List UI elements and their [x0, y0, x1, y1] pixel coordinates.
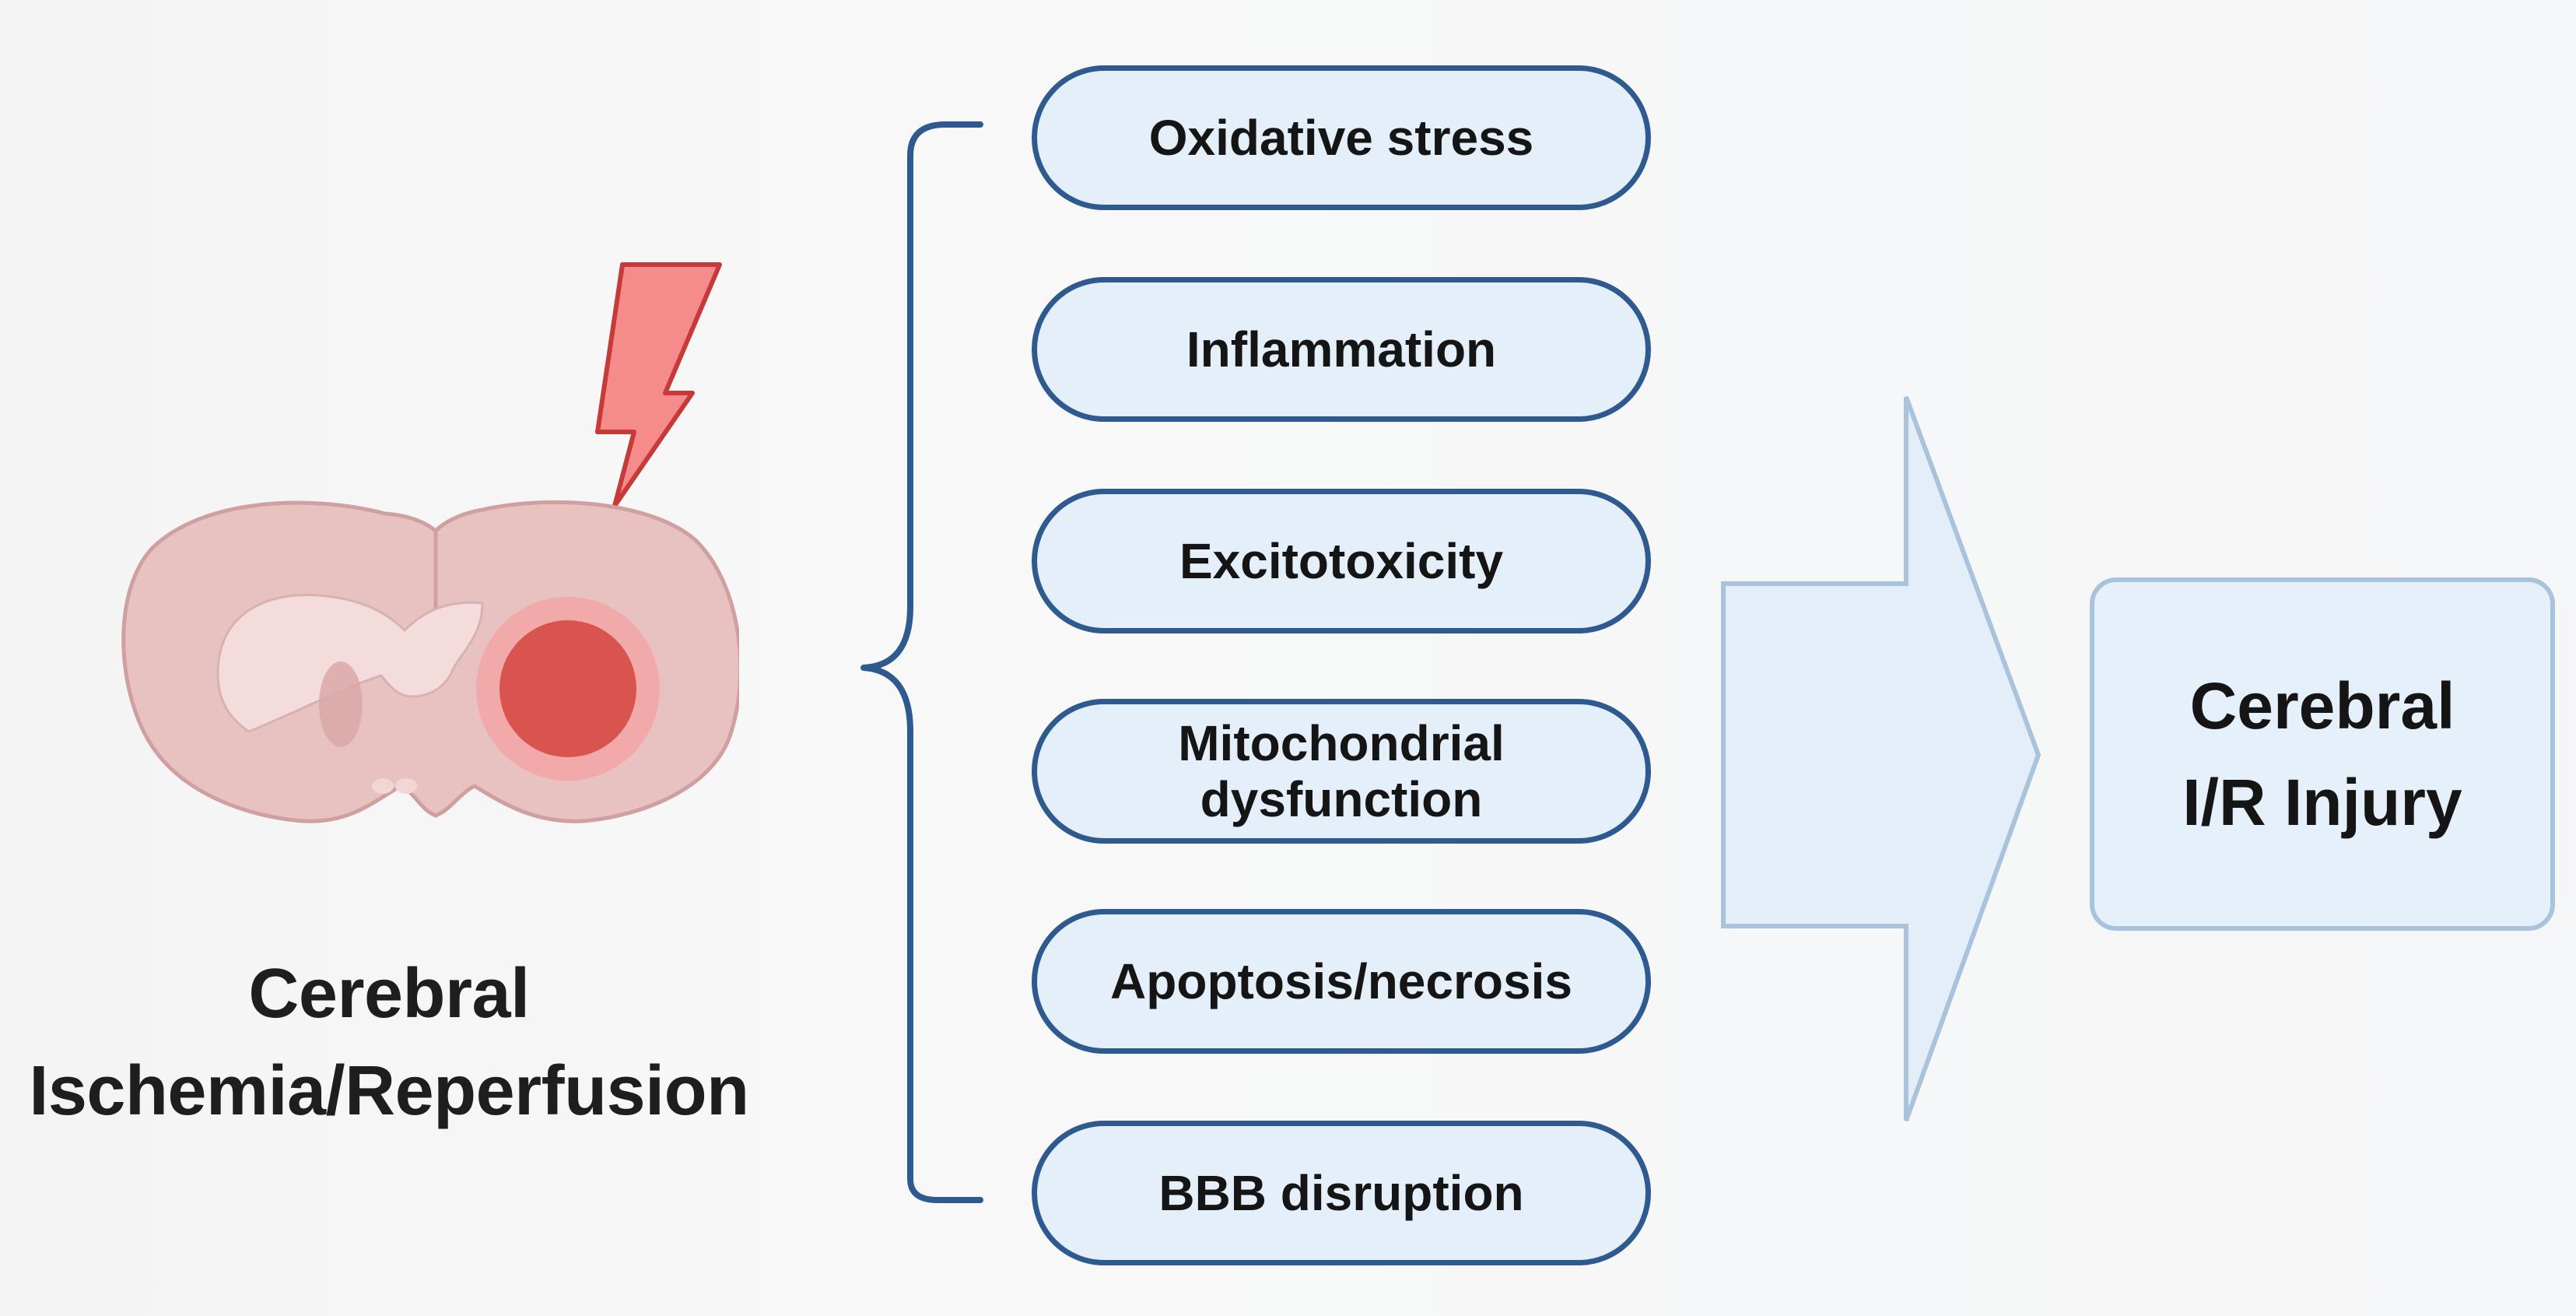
- mechanism-label: Excitotoxicity: [1179, 533, 1504, 589]
- left-caption: Cerebral Ischemia/Reperfusion: [0, 946, 778, 1140]
- mechanism-pill-bbb-disruption: BBB disruption: [1032, 1121, 1651, 1265]
- outcome-line-2: I/R Injury: [2182, 766, 2462, 839]
- caption-line-2: Ischemia/Reperfusion: [29, 1052, 749, 1130]
- mechanism-label: BBB disruption: [1158, 1165, 1524, 1221]
- mechanism-label: Apoptosis/necrosis: [1110, 953, 1572, 1009]
- mechanism-pill-excitotoxicity: Excitotoxicity: [1032, 489, 1651, 633]
- mechanism-pill-mitochondrial-dysfunction: Mitochondrial dysfunction: [1032, 699, 1651, 844]
- caption-line-1: Cerebral: [248, 955, 530, 1033]
- arrow-right-icon: [1721, 395, 2042, 1122]
- mechanism-label: Oxidative stress: [1148, 110, 1534, 166]
- ischemic-lesion-icon: [476, 597, 660, 781]
- mechanism-label-line-2: dysfunction: [1200, 771, 1483, 827]
- outcome-box: Cerebral I/R Injury: [2090, 577, 2555, 931]
- outcome-line-1: Cerebral: [2189, 669, 2455, 742]
- mechanism-pill-inflammation: Inflammation: [1032, 277, 1651, 422]
- mechanism-pill-apoptosis-necrosis: Apoptosis/necrosis: [1032, 909, 1651, 1054]
- mechanism-pill-oxidative-stress: Oxidative stress: [1032, 65, 1651, 210]
- mechanism-label: Inflammation: [1186, 321, 1497, 377]
- mechanism-label-line-1: Mitochondrial: [1178, 715, 1505, 771]
- grouping-bracket: [860, 121, 983, 1203]
- brain-illustration: [121, 262, 739, 823]
